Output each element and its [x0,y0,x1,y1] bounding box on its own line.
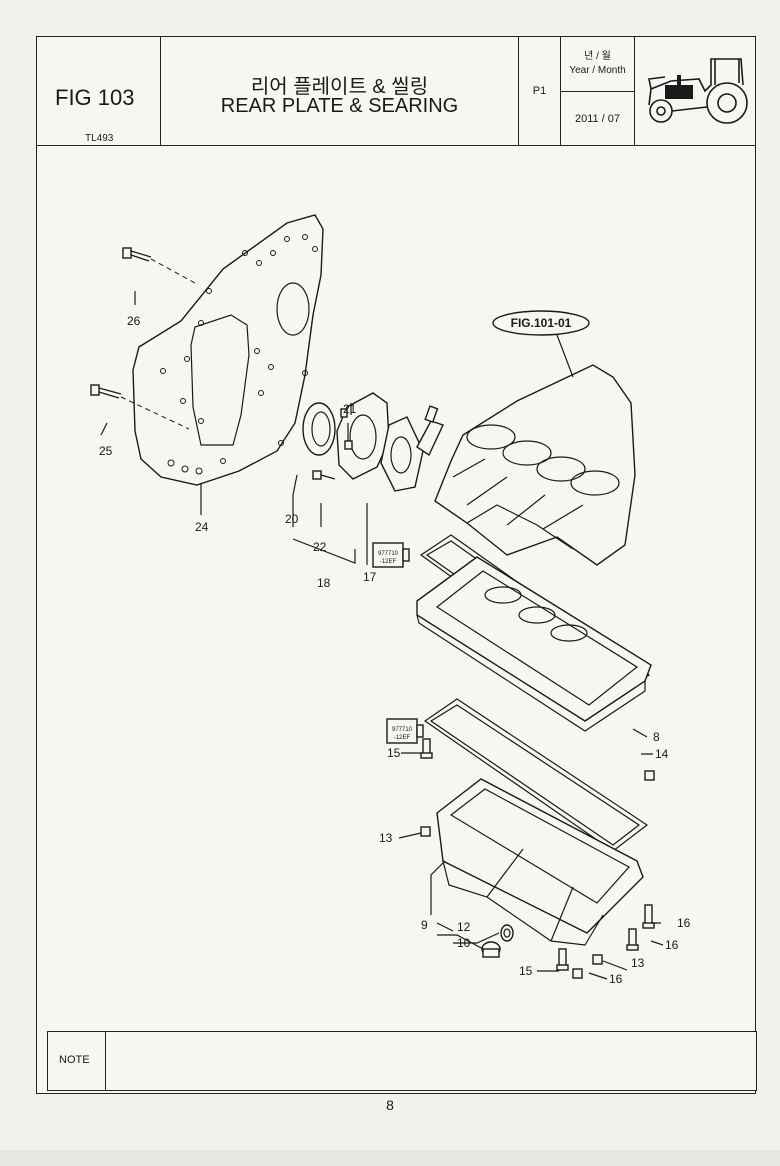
lower-oil-pan-gasket [423,698,649,852]
part-number-26: 26 [127,314,141,328]
leader-lines [100,291,664,980]
note-label-cell: NOTE [48,1032,106,1090]
part-number-17: 17 [363,570,377,584]
part-number-15a: 15 [387,746,401,760]
fig-101-01-reference: FIG.101-01 [492,310,590,378]
sealant-tube-mid-2: 977710 -12EF [386,718,424,744]
part-number-13a: 13 [379,831,393,845]
oil-seal [302,402,336,456]
part-number-16a: 16 [677,916,691,930]
drain-plug [481,941,501,958]
bolt-21 [344,423,353,450]
part-number-21: 21 [343,402,357,416]
header-table: FIG 103 TL493 리어 플레이트 & 씰링 REAR PLATE & … [37,37,755,146]
bolt-26 [122,247,196,284]
part-number-13b: 13 [631,956,645,970]
part-number-14: 14 [655,747,669,761]
part-number-10: 10 [457,936,471,950]
exploded-parts-diagram: FIG.101-01 977710 -12EF [90,214,691,986]
scan-edge [0,1150,780,1166]
page-number: 8 [386,1097,394,1113]
part-number-24: 24 [195,520,209,534]
part-number-labels: 26 25 24 21 20 22 17 18 8 14 15 13 9 12 … [99,314,691,986]
svg-text:-12EF: -12EF [380,559,397,565]
svg-text:FIG.101-01: FIG.101-01 [511,316,572,330]
sealant-tube-top [416,405,444,457]
bolt-22 [312,470,336,480]
drain-washer [500,924,514,942]
model-code: TL493 [85,133,114,144]
part-number-22: 22 [313,540,327,554]
date-cell: 년 / 월 Year / Month 2011 / 07 [561,37,635,145]
note-box: NOTE [47,1031,757,1091]
part-number-25: 25 [99,444,113,458]
sealant-tube-mid-1: 977710 -12EF [372,542,410,568]
engine-block [434,364,636,566]
oil-pan [436,778,644,946]
title-cell: 리어 플레이트 & 씰링 REAR PLATE & SEARING [161,37,519,145]
part-number-8: 8 [653,730,660,744]
oil-pan-adapter [416,556,652,732]
svg-text:977710: 977710 [378,551,399,557]
fig-number: FIG 103 [55,85,135,110]
fig-cell: FIG 103 TL493 [37,37,161,145]
note-label: NOTE [59,1054,90,1066]
part-number-12: 12 [457,920,471,934]
part-number-16b: 16 [665,938,679,952]
title-english: REAR PLATE & SEARING [220,95,459,117]
part-number-15b: 15 [519,964,533,978]
date-divider [561,91,634,92]
title-korean: 리어 플레이트 & 씰링 [250,76,429,98]
svg-text:-12EF: -12EF [394,735,411,741]
bolt-25 [90,384,190,430]
part-number-16c: 16 [609,972,623,986]
year-month-english: Year / Month [569,65,626,76]
tractor-icon [648,58,748,124]
parts-catalog-sheet: FIG 103 TL493 리어 플레이트 & 씰링 REAR PLATE & … [36,36,757,1094]
svg-text:977710: 977710 [392,727,413,733]
year-month-value: 2011 / 07 [574,113,621,125]
part-number-20: 20 [285,512,299,526]
oil-pan-bolts [420,738,655,979]
year-month-korean: 년 / 월 [584,51,611,62]
part-number-9: 9 [421,918,428,932]
page-code: P1 [532,85,547,97]
page-code-cell: P1 [519,37,561,145]
rear-plate [132,214,324,486]
part-number-18: 18 [317,576,331,590]
